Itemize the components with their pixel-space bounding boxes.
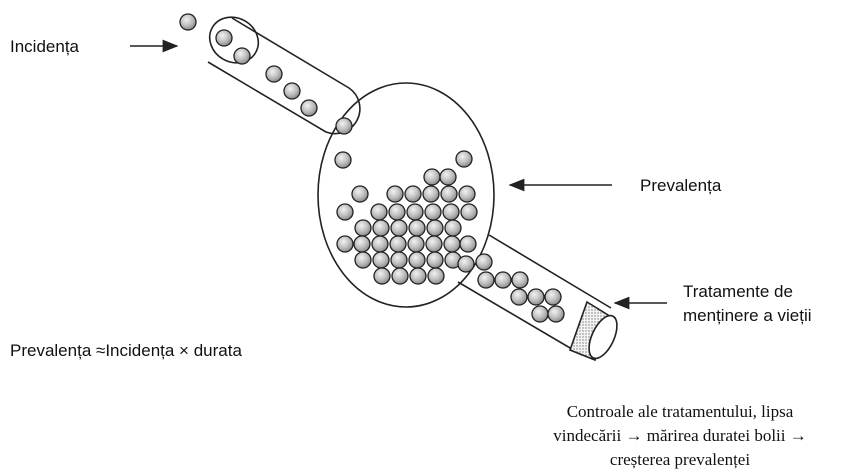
note-line3: creșterea prevalenței [610, 450, 750, 469]
patient-ball [336, 118, 352, 134]
patient-ball [440, 169, 456, 185]
patient-ball [532, 306, 548, 322]
patient-ball [354, 236, 370, 252]
patient-ball [387, 186, 403, 202]
patient-ball [478, 272, 494, 288]
patient-ball [390, 236, 406, 252]
patient-ball [426, 236, 442, 252]
patient-ball [460, 236, 476, 252]
patient-ball [445, 220, 461, 236]
patient-ball [373, 220, 389, 236]
patient-ball [548, 306, 564, 322]
patient-ball [337, 204, 353, 220]
patient-ball [355, 220, 371, 236]
patient-ball [423, 186, 439, 202]
patient-ball [389, 204, 405, 220]
patient-ball [409, 220, 425, 236]
patient-ball [373, 252, 389, 268]
patient-ball [372, 236, 388, 252]
patient-ball [266, 66, 282, 82]
patient-ball [355, 252, 371, 268]
note-line2: vindecării → mărirea duratei bolii → [553, 426, 807, 445]
patient-ball [337, 236, 353, 252]
patient-ball [512, 272, 528, 288]
patient-ball [441, 186, 457, 202]
patient-ball [458, 256, 474, 272]
treatment-cap [570, 302, 623, 362]
note-line1: Controale ale tratamentului, lipsa [567, 402, 794, 421]
patient-ball [459, 186, 475, 202]
patient-ball [427, 252, 443, 268]
patient-ball [301, 100, 317, 116]
patient-ball [425, 204, 441, 220]
patient-ball [352, 186, 368, 202]
patient-ball [391, 252, 407, 268]
patient-ball [408, 236, 424, 252]
patient-ball [443, 204, 459, 220]
patient-ball [407, 204, 423, 220]
patient-ball [284, 83, 300, 99]
patient-ball [410, 268, 426, 284]
patient-ball [476, 254, 492, 270]
formula-label: Prevalența ≈Incidența × durata [10, 341, 242, 360]
patient-ball [335, 152, 351, 168]
patient-ball [495, 272, 511, 288]
patient-ball [428, 268, 444, 284]
patient-ball [545, 289, 561, 305]
patient-ball [461, 204, 477, 220]
patient-ball [234, 48, 250, 64]
treatment-label-line2: menținere a vieții [683, 306, 812, 325]
patient-ball [391, 220, 407, 236]
patient-ball [456, 151, 472, 167]
patient-ball [511, 289, 527, 305]
patient-ball [405, 186, 421, 202]
patient-ball [424, 169, 440, 185]
patient-ball [528, 289, 544, 305]
patient-ball [374, 268, 390, 284]
patient-ball [371, 204, 387, 220]
incidence-label: Incidența [10, 37, 80, 56]
patient-ball [392, 268, 408, 284]
patient-ball [180, 14, 196, 30]
patient-ball [444, 236, 460, 252]
treatment-label-line1: Tratamente de [683, 282, 793, 301]
patient-ball [409, 252, 425, 268]
patient-ball [427, 220, 443, 236]
patient-ball [216, 30, 232, 46]
prevalence-label: Prevalența [640, 176, 722, 195]
patient-balls [180, 14, 564, 322]
